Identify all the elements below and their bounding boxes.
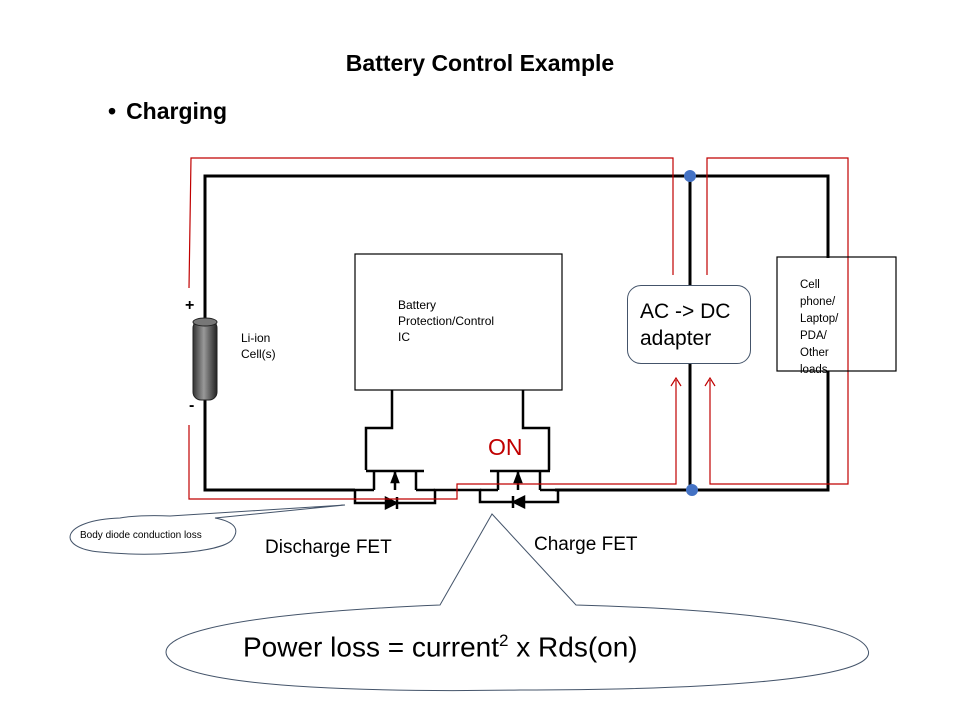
discharge-gate-wire — [364, 390, 394, 470]
plus-sign: + — [185, 297, 195, 314]
bottom-node — [686, 484, 698, 496]
bottom-left-wire — [203, 400, 355, 492]
current-path-bottom — [188, 380, 677, 500]
charging-current-path — [188, 157, 849, 500]
power-loss-formula: Power loss = current2 x Rds(on) — [243, 631, 638, 663]
current-path-top — [188, 157, 674, 289]
charge-fet-label: Charge FET — [534, 534, 638, 555]
current-arrow-right — [704, 376, 716, 387]
current-arrow-left — [670, 376, 682, 387]
current-path-load — [706, 157, 849, 485]
discharge-fet — [353, 469, 460, 511]
load-box — [776, 256, 897, 372]
charge-fet-state: ON — [488, 434, 523, 460]
bottom-right-wire — [555, 371, 830, 492]
bullet-text: Charging — [126, 98, 228, 124]
body-diode-callout — [69, 504, 346, 555]
bullet-dot: • — [108, 98, 117, 124]
power-loss-callout — [165, 513, 869, 692]
body-diode-text: Body diode conduction loss — [80, 530, 202, 541]
ic-box — [354, 253, 563, 391]
top-node — [684, 170, 696, 182]
wires — [203, 174, 830, 492]
charge-fet — [460, 469, 560, 510]
discharge-fet-label: Discharge FET — [265, 537, 392, 558]
top-wire — [203, 174, 830, 320]
bullet-charging: • Charging — [108, 98, 227, 125]
battery-cell-icon — [192, 317, 218, 401]
minus-sign: - — [189, 397, 195, 414]
slide-title: Battery Control Example — [345, 50, 615, 76]
charge-gate-wire — [521, 390, 551, 470]
